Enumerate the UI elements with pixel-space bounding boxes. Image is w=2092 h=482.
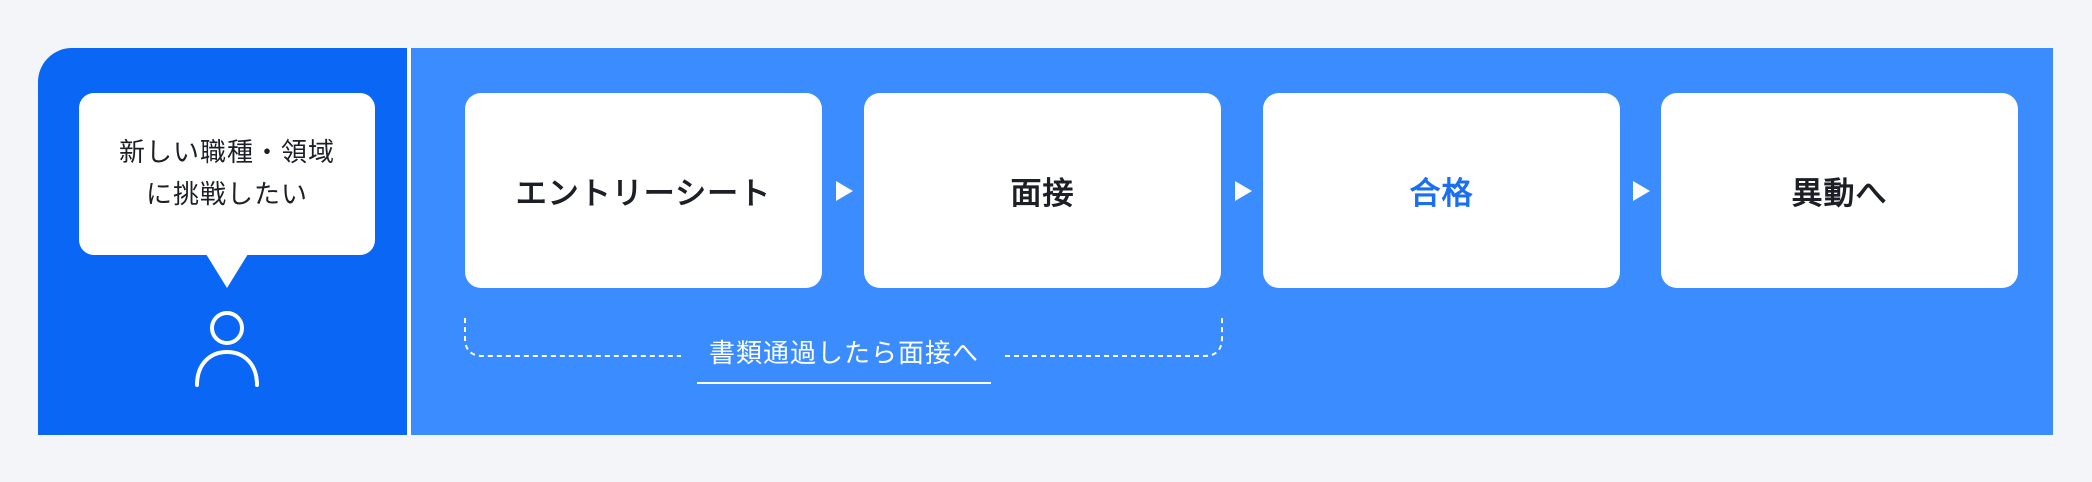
bracket-note-text: 書類通過したら面接へ [708,339,979,369]
step-label: 異動へ [1791,176,1888,212]
step-card-interview: 面接 [864,93,1221,288]
person-icon [195,311,259,387]
step-label: エントリーシート [515,176,772,212]
step-card-pass: 合格 [1263,93,1620,288]
step-label: 面接 [1010,176,1075,212]
step-card-transfer: 異動へ [1661,93,2018,288]
speech-bubble: 新しい職種・領域 に挑戦したい [79,93,375,255]
arrow-right-icon [836,181,853,201]
step-label: 合格 [1409,176,1474,212]
speech-bubble-line-2: に挑戦したい [145,180,308,210]
panel-divider [407,48,411,435]
dashed-bracket [464,318,1223,357]
arrow-right-icon [1633,181,1650,201]
bracket-note: 書類通過したら面接へ [697,336,991,384]
speech-bubble-tail [206,254,248,288]
step-card-entry-sheet: エントリーシート [465,93,822,288]
speech-bubble-line-1: 新しい職種・領域 [118,138,335,168]
arrow-right-icon [1235,181,1252,201]
